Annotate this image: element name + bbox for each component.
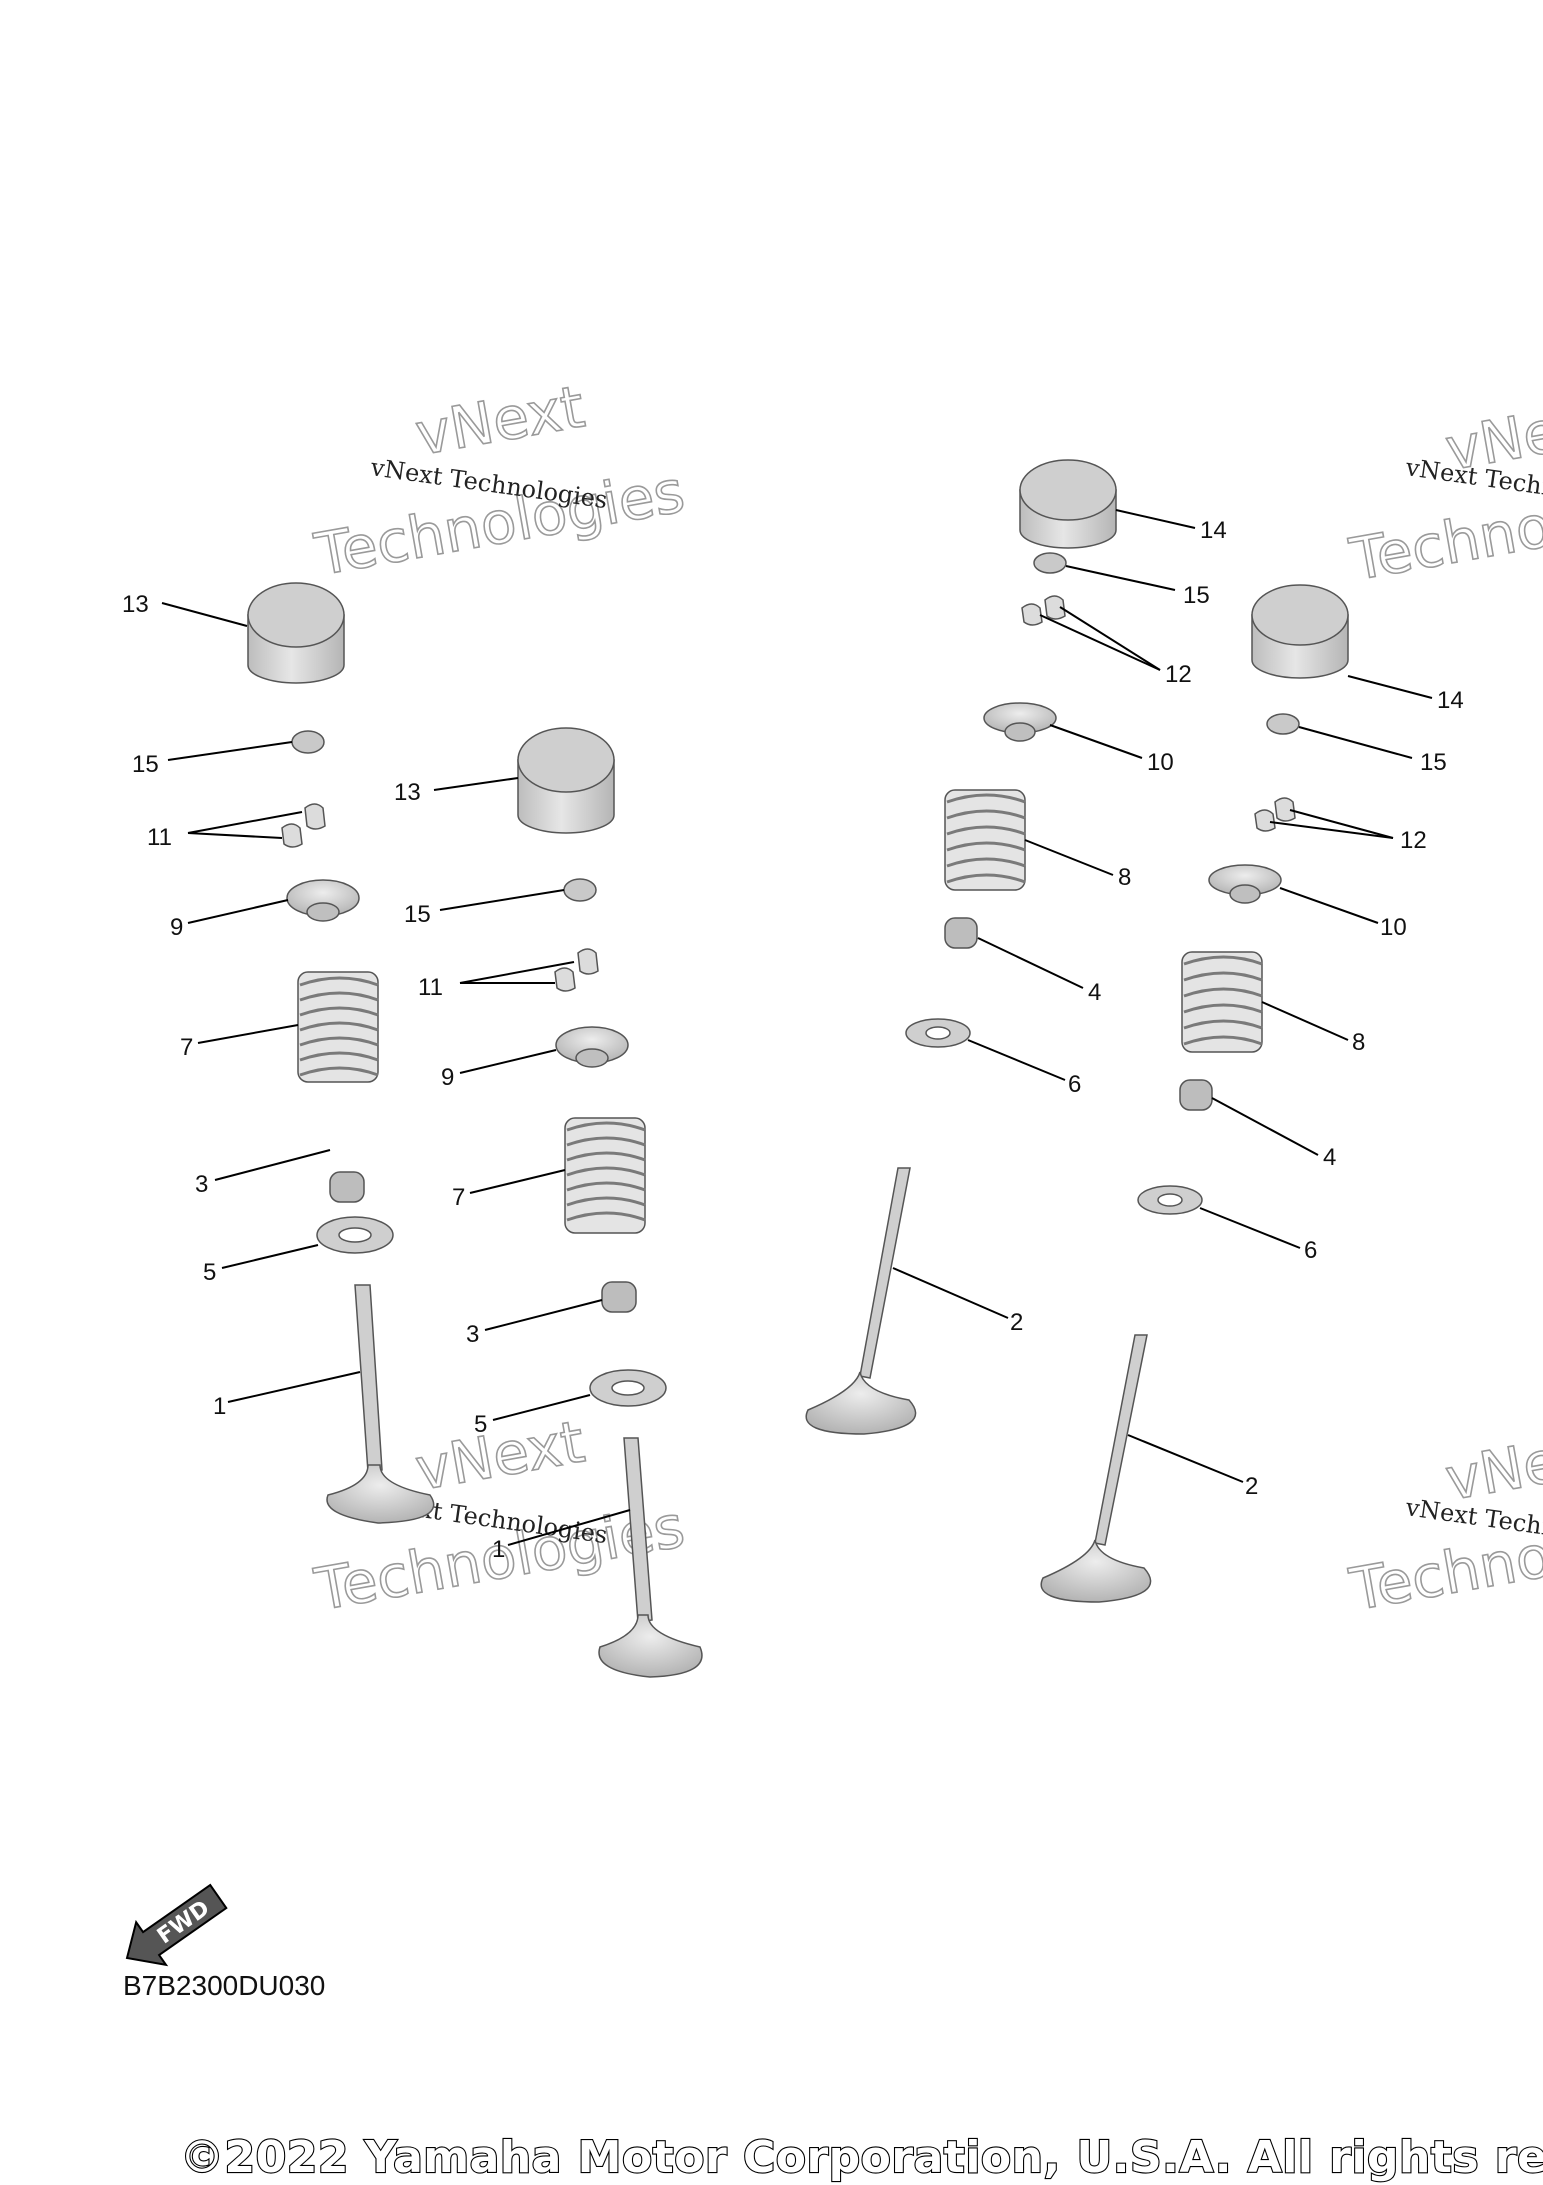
callout-5: 5 [474, 1411, 487, 1438]
watermark-big-1: vNext [411, 1407, 590, 1503]
valve-spring-seat-6-b [1137, 1185, 1203, 1215]
callout-2: 2 [1010, 1309, 1023, 1336]
callout-12: 12 [1165, 661, 1192, 688]
shim-15-a [291, 730, 325, 754]
spring-retainer-10-a [983, 702, 1057, 742]
callout-9: 9 [441, 1064, 454, 1091]
exhaust-valve-2-a [805, 1167, 917, 1435]
callout-11: 11 [147, 824, 172, 851]
tappet-14-a [1019, 459, 1117, 549]
callout-13: 13 [394, 779, 421, 806]
callout-11: 11 [418, 974, 443, 1001]
callout-14: 14 [1200, 517, 1227, 544]
callout-1: 1 [492, 1536, 505, 1563]
callout-14: 14 [1437, 687, 1464, 714]
callout-15: 15 [404, 901, 431, 928]
valve-spring-seat-6-a [905, 1018, 971, 1048]
spring-retainer-9-b [555, 1026, 629, 1068]
callout-10: 10 [1147, 749, 1174, 776]
shim-15-d [1266, 713, 1300, 735]
valve-spring-8-b [1181, 951, 1263, 1053]
callout-10: 10 [1380, 914, 1407, 941]
callout-8: 8 [1352, 1029, 1365, 1056]
watermark-top-right: vNext Technologies vNext Technologies [1344, 387, 1543, 595]
valve-stem-seal-4-a [944, 917, 978, 949]
callout-7: 7 [180, 1034, 193, 1061]
shim-15-c [1033, 552, 1067, 574]
callout-13: 13 [122, 591, 149, 618]
watermark-bottom-right: vNext Technologies vNext Technologies [1344, 1417, 1543, 1625]
valve-spring-8-a [944, 789, 1026, 891]
callout-2: 2 [1245, 1473, 1258, 1500]
valve-stem-seal-3-a [329, 1171, 365, 1203]
callout-6: 6 [1304, 1237, 1317, 1264]
callout-9: 9 [170, 914, 183, 941]
valve-spring-seat-5-b [589, 1369, 667, 1407]
diagram-code: B7B2300DU030 [123, 1970, 325, 2001]
valve-cotter-12-b [1254, 797, 1296, 832]
callout-4: 4 [1323, 1144, 1336, 1171]
callout-1: 1 [213, 1393, 226, 1420]
callout-12: 12 [1400, 827, 1427, 854]
valve-stem-seal-4-b [1179, 1079, 1213, 1111]
callout-numbers: 13 15 11 9 7 3 5 1 13 15 11 9 7 3 5 1 14… [122, 517, 1464, 1563]
valve-spring-7-b [564, 1117, 646, 1234]
shim-15-b [563, 878, 597, 902]
exhaust-valve-2-b [1040, 1334, 1152, 1603]
callout-8: 8 [1118, 864, 1131, 891]
spring-retainer-10-b [1208, 864, 1282, 904]
forward-arrow-icon: FWD [125, 1883, 228, 1967]
callout-15: 15 [1183, 582, 1210, 609]
callout-3: 3 [195, 1171, 208, 1198]
callout-3: 3 [466, 1321, 479, 1348]
valve-cotter-11-a [281, 803, 326, 848]
intake-valve-1-b [598, 1437, 703, 1678]
callout-6: 6 [1068, 1071, 1081, 1098]
valve-stem-seal-3-b [601, 1281, 637, 1313]
watermark-top-left: vNext Technologies vNext Technologies [309, 372, 690, 590]
copyright-notice: ©2022 Yamaha Motor Corporation, U.S.A. A… [180, 2132, 1543, 2183]
callout-7: 7 [452, 1184, 465, 1211]
valve-cotter-11-b [554, 948, 599, 992]
intake-valve-1-a [326, 1284, 435, 1524]
leader-lines [161, 509, 1433, 1546]
callout-5: 5 [203, 1259, 216, 1286]
valve-spring-7-a [297, 971, 379, 1083]
callout-4: 4 [1088, 979, 1101, 1006]
tappet-14-b [1251, 584, 1349, 679]
valve-cotter-12-a [1021, 595, 1066, 626]
callout-15: 15 [132, 751, 159, 778]
valve-spring-seat-5-a [316, 1216, 394, 1254]
callout-15: 15 [1420, 749, 1447, 776]
spring-retainer-9-a [286, 879, 360, 922]
watermark-big-1: vNext [411, 372, 590, 468]
tappet-13-a [247, 582, 345, 684]
tappet-13-b [517, 727, 615, 834]
